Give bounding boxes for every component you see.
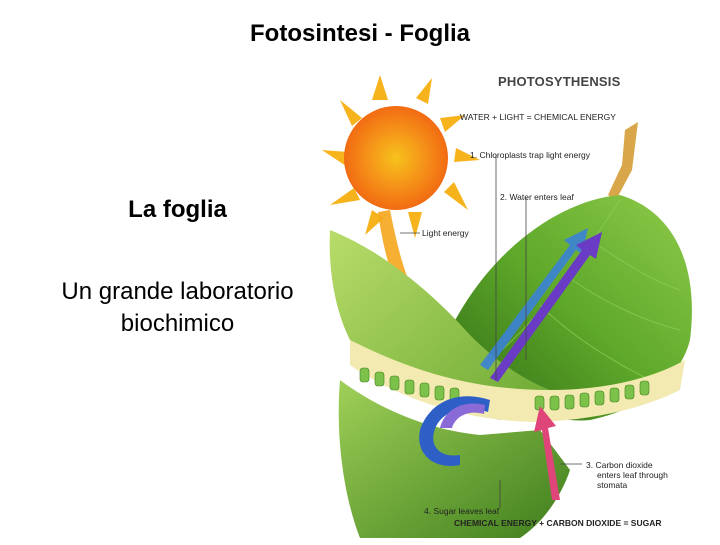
photosynthesis-illustration: PHOTOSYTHENSIS WATER + LIGHT = CHEMICAL … bbox=[320, 60, 720, 540]
equation-top-label: WATER + LIGHT = CHEMICAL ENERGY bbox=[460, 112, 616, 122]
section-description: Un grande laboratorio biochimico bbox=[30, 276, 325, 340]
light-energy-label: Light energy bbox=[422, 228, 469, 238]
step-3-line-1: 3. Carbon dioxide bbox=[586, 460, 668, 470]
step-3-line-2: enters leaf through bbox=[586, 470, 668, 480]
description-line-1: Un grande laboratorio bbox=[30, 276, 325, 308]
step-4-label: 4. Sugar leaves leaf bbox=[424, 506, 499, 516]
leaf-stem bbox=[608, 122, 638, 200]
step-1-label: 1. Chloroplasts trap light energy bbox=[470, 150, 590, 160]
equation-bottom-label: CHEMICAL ENERGY + CARBON DIOXIDE = SUGAR bbox=[454, 518, 662, 528]
step-3-line-3: stomata bbox=[586, 480, 668, 490]
slide-title: Fotosintesi - Foglia bbox=[0, 20, 720, 48]
illustration-title: PHOTOSYTHENSIS bbox=[498, 74, 620, 89]
step-3-label: 3. Carbon dioxide enters leaf through st… bbox=[586, 460, 668, 490]
step-2-label: 2. Water enters leaf bbox=[500, 192, 574, 202]
description-line-2: biochimico bbox=[30, 308, 325, 340]
section-heading: La foglia bbox=[40, 196, 315, 224]
sun bbox=[344, 106, 448, 210]
